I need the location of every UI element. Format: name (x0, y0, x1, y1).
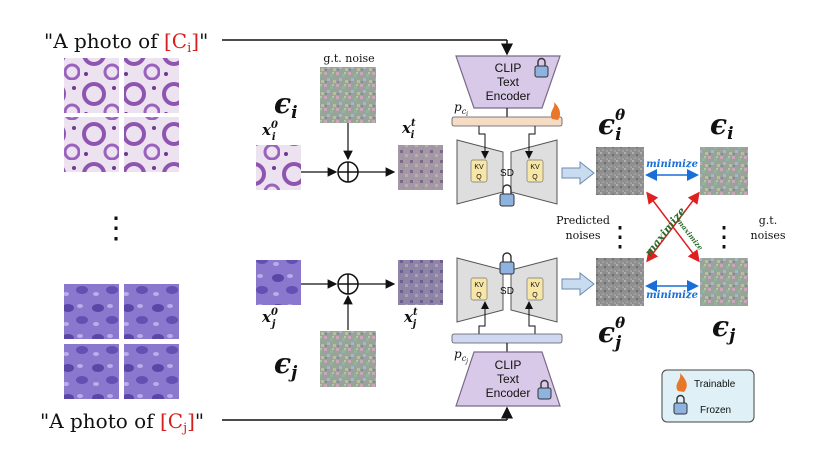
svg-text:KV: KV (530, 164, 540, 171)
svg-text:Q: Q (532, 174, 538, 181)
lock-icon (537, 379, 552, 400)
x-j-t-image (398, 260, 443, 305)
svg-text:CLIP: CLIP (495, 61, 522, 75)
maximize-label-large: maximize (642, 205, 688, 259)
prompt-token-bar-top (451, 116, 563, 127)
gt-noise-label: g.t. noise (323, 52, 374, 65)
gt-noise-j-image (320, 331, 376, 387)
predicted-noise-i-image (596, 147, 644, 195)
tissue-image (124, 344, 179, 399)
clip-text-encoder-bottom: CLIP Text Encoder (455, 351, 561, 407)
x-i-t-image (398, 145, 443, 190)
gt-noise-i-image (320, 67, 376, 123)
minimize-label-bottom: minimize (646, 290, 698, 301)
flame-icon (550, 102, 561, 120)
x-i-0-image (256, 145, 301, 190)
maximize-arrow-b (646, 191, 700, 263)
vertical-dots-predicted: ⋮ (606, 220, 634, 253)
lock-icon (673, 394, 688, 415)
tissue-image (64, 344, 119, 399)
sd-unet-top: SD KV Q KV Q (456, 139, 558, 207)
svg-text:KV: KV (474, 282, 484, 289)
svg-text:Q: Q (476, 174, 482, 181)
legend-trainable-label: Trainable (694, 379, 736, 390)
eps-j-right-label: ϵj (712, 310, 736, 346)
predicted-noises-label: Predicted (556, 214, 610, 227)
flame-icon (676, 373, 687, 392)
tissue-image (124, 117, 179, 172)
prompt-top: "A photo of [Ci]" (44, 29, 208, 56)
tissue-image (124, 284, 179, 339)
svg-text:SD: SD (500, 168, 514, 179)
svg-text:Q: Q (476, 292, 482, 299)
vertical-dots-gt: ⋮ (710, 220, 738, 253)
output-arrow-top (561, 160, 595, 186)
tissue-image (124, 58, 179, 113)
output-arrow-bottom (561, 271, 595, 297)
svg-text:SD: SD (500, 286, 514, 297)
attention-block (526, 159, 544, 183)
p-ci-label: pci (454, 100, 468, 118)
minimize-label-top: minimize (646, 159, 698, 170)
eps-i-label: ϵi (274, 87, 298, 123)
eps-j-label: ϵj (274, 347, 298, 383)
p-cj-label: pcj (454, 347, 468, 365)
attention-block (470, 159, 488, 183)
svg-text:KV: KV (530, 282, 540, 289)
attention-block (470, 277, 488, 301)
svg-text:Text: Text (497, 75, 520, 89)
predicted-noise-j-image (596, 258, 644, 306)
svg-text:Q: Q (532, 292, 538, 299)
tissue-image (64, 58, 119, 113)
eps-i-right-label: ϵi (710, 108, 734, 144)
add-noise-op-bottom (337, 273, 359, 295)
prompt-bottom: "A photo of [Cj]" (40, 409, 204, 436)
tissue-image (64, 284, 119, 339)
svg-text:CLIP: CLIP (495, 358, 522, 372)
x-j-0-image (256, 260, 301, 305)
lock-icon (534, 57, 549, 78)
class-j-image-grid (64, 284, 179, 399)
prompt-token-bar-bottom (451, 333, 563, 344)
sd-unet-bottom: SD KV Q KV Q (456, 252, 558, 323)
svg-text:Text: Text (497, 372, 520, 386)
gt-noises-label: g.t. (759, 214, 777, 227)
gt-noise-i-right-image (700, 147, 748, 195)
vertical-dots-left: ⋮ (101, 211, 131, 246)
gt-noise-j-right-image (700, 258, 748, 306)
clip-text-encoder-top: CLIP Text Encoder (455, 55, 561, 109)
lock-icon (499, 184, 515, 207)
svg-text:Encoder: Encoder (486, 386, 531, 400)
predicted-noises-label-2: noises (565, 229, 600, 242)
add-noise-op-top (337, 161, 359, 183)
legend: Trainable Frozen (661, 369, 755, 423)
tissue-image (64, 117, 119, 172)
legend-frozen-label: Frozen (700, 405, 731, 416)
gt-noises-label-2: noises (750, 229, 785, 242)
svg-text:KV: KV (474, 164, 484, 171)
lock-icon (499, 252, 515, 275)
svg-text:Encoder: Encoder (486, 89, 531, 103)
class-i-image-grid (64, 58, 179, 172)
attention-block (526, 277, 544, 301)
